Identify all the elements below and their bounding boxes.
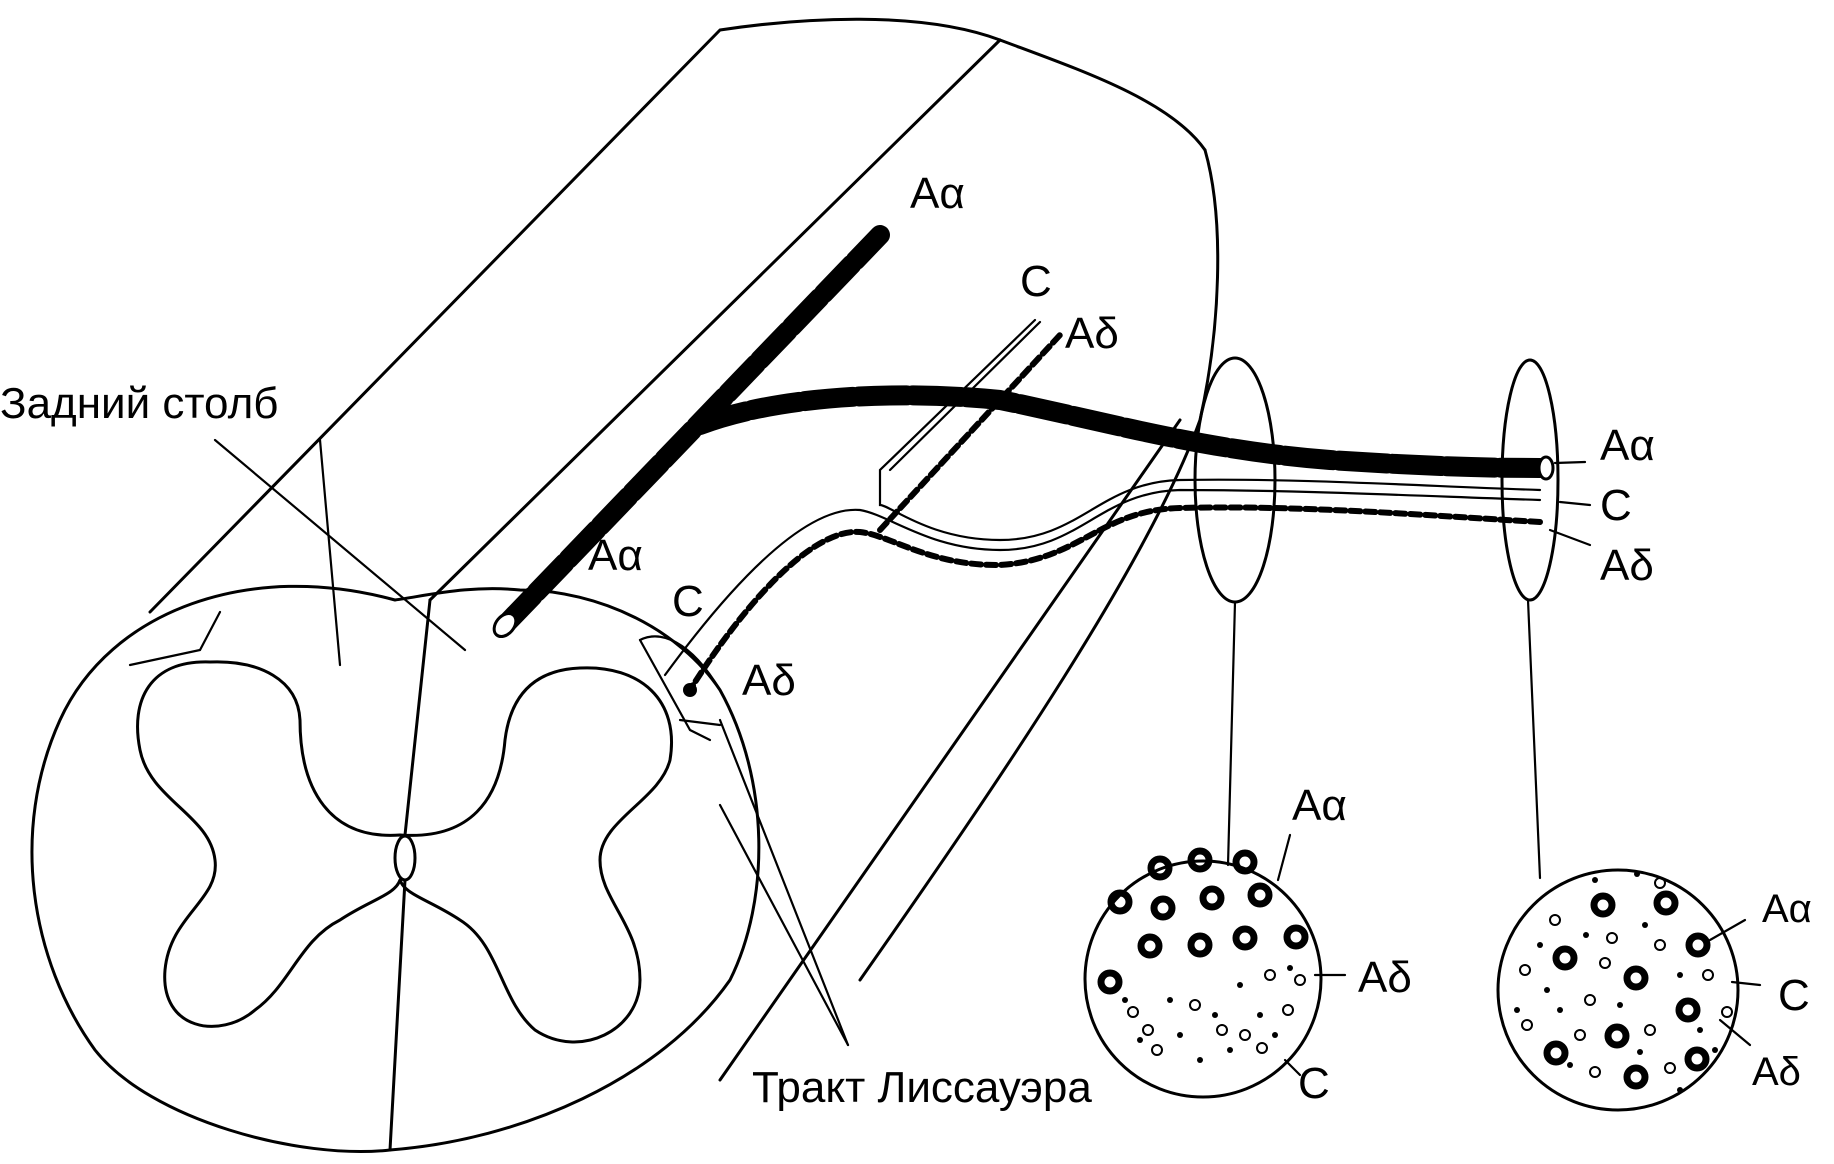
label-adelta-entry: Aδ [742, 656, 796, 705]
label-adelta-top: Aδ [1065, 309, 1119, 358]
dorsal-median-line [428, 38, 1002, 602]
cs2-aalpha-fibers [1543, 890, 1711, 1090]
c-fiber-ascending [888, 320, 1042, 472]
ganglion2-c-pointer [1558, 500, 1592, 507]
posterior-septum-left [128, 610, 222, 667]
dorsal-column-pointer-a [213, 438, 467, 652]
lissauer-pointer-b [718, 803, 850, 1047]
cs2-adelta-pointer [1718, 1018, 1752, 1047]
adelta-fiber-ascending [877, 332, 1063, 533]
cs2-aalpha-pointer [1708, 918, 1747, 942]
cylinder-lateral-edge [718, 418, 1182, 1082]
label-cs1-aalpha: Aα [1292, 781, 1347, 830]
cs1-aalpha-fibers [1097, 847, 1309, 995]
label-ganglion2-c: C [1600, 481, 1632, 530]
spinal-cord-segment [30, 17, 1220, 1154]
aalpha-fiber-end [492, 611, 518, 639]
cs2-small-open-fibers [1519, 877, 1733, 1078]
cross-section-outline [30, 584, 761, 1154]
label-pointers [213, 438, 1592, 1047]
cs1-small-open-fibers [1127, 969, 1306, 1056]
dorsal-column-pointer-b [318, 438, 342, 667]
label-aalpha-entry: Aα [588, 531, 643, 580]
dorsal-roots [1193, 356, 1560, 880]
label-cs1-c: C [1298, 1059, 1330, 1108]
label-cs2-adelta: Aδ [1752, 1050, 1801, 1094]
label-ganglion2-aalpha: Aα [1600, 421, 1655, 470]
text-labels: Задний столб Тракт Лиссауэра Aα C Aδ Aα … [0, 169, 1812, 1112]
nerve-fibers [492, 225, 1555, 697]
label-ganglion2-adelta: Aδ [1600, 541, 1654, 590]
c-fiber-lower [663, 488, 1542, 677]
ganglion2-aalpha-pointer [1553, 460, 1587, 465]
c-fiber-upper [878, 318, 1542, 542]
cs2-c-pointer [1730, 980, 1762, 987]
label-cs1-adelta: Aδ [1358, 953, 1412, 1002]
label-dorsal-column: Задний столб [0, 379, 278, 428]
cylinder-top-edge [148, 17, 1207, 614]
aalpha-fiber-cut-end [1537, 455, 1555, 481]
cs1-c-fibers [1122, 965, 1293, 1063]
label-cs2-c: C [1778, 971, 1810, 1020]
adelta-fiber-end [683, 683, 697, 697]
label-cs2-aalpha: Aα [1762, 887, 1812, 931]
label-c-entry: C [672, 577, 704, 626]
ganglion2-adelta-pointer [1548, 528, 1592, 547]
cross-section-1-outline [1083, 859, 1323, 1099]
nerve-cross-section-2 [1496, 868, 1762, 1112]
cs1-aalpha-pointer [1276, 833, 1292, 882]
nerve-cross-section-1 [1083, 833, 1347, 1099]
label-lissauer-tract: Тракт Лиссауэра [752, 1063, 1092, 1112]
adelta-fiber [687, 504, 1543, 693]
cs2-c-fibers [1514, 871, 1718, 1093]
label-c-top: C [1020, 257, 1052, 306]
root-ellipse-2 [1500, 358, 1560, 602]
connector-line-2 [1526, 598, 1542, 880]
central-canal [393, 834, 417, 882]
lissauer-pointer-a [718, 718, 850, 1047]
aalpha-fiber-main [690, 385, 1550, 478]
lissauer-zone-line [678, 718, 722, 727]
grey-matter [136, 660, 673, 1044]
posterior-septum-right [638, 638, 712, 742]
cs1-c-pointer [1283, 1058, 1302, 1077]
label-aalpha-top: Aα [910, 169, 965, 218]
median-fissure [388, 598, 432, 1152]
cross-section-2-outline [1496, 868, 1740, 1112]
dorsal-root-entry [638, 635, 722, 692]
connector-line-1 [1226, 600, 1237, 867]
